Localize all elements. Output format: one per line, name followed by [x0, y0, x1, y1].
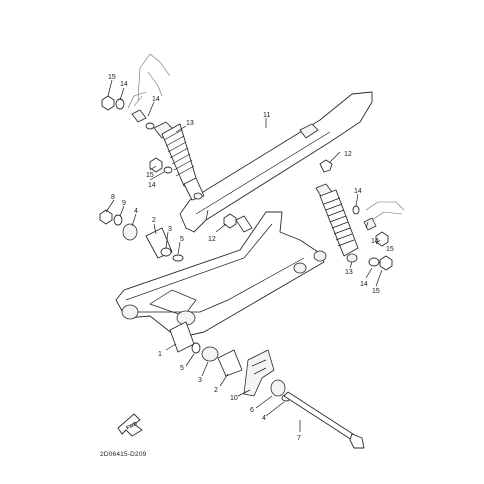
- callout-11: 11: [263, 112, 270, 119]
- fwd-indicator: FWD: [117, 413, 143, 437]
- right-shock-absorber: [315, 183, 359, 263]
- callout-15: 15: [372, 288, 380, 295]
- lower-pivot-parts: [169, 321, 291, 402]
- callout-12: 12: [208, 236, 216, 243]
- callout-13: 13: [345, 269, 353, 276]
- left-shock-absorber: [153, 121, 205, 201]
- callout-13: 13: [186, 120, 194, 127]
- leader-lines: [105, 79, 383, 432]
- callout-2: 2: [152, 217, 156, 224]
- callout-6: 6: [250, 407, 254, 414]
- callout-4: 4: [134, 208, 138, 215]
- fwd-label: FWD: [126, 421, 139, 432]
- chain-case: [179, 91, 373, 233]
- callout-labels: 15 14 14 13 15 14 11 12 8 9 4 2 3 5 12 1…: [108, 74, 394, 442]
- pivot-shaft: [283, 391, 365, 449]
- callout-9: 9: [122, 200, 126, 207]
- callout-14: 14: [371, 238, 379, 245]
- callout-7: 7: [297, 435, 301, 442]
- callout-14: 14: [360, 281, 368, 288]
- callout-4: 4: [262, 415, 266, 422]
- callout-15: 15: [108, 74, 116, 81]
- callout-12: 12: [344, 151, 352, 158]
- callout-5: 5: [180, 365, 184, 372]
- callout-3: 3: [198, 377, 202, 384]
- callout-10: 10: [230, 395, 238, 402]
- callout-14: 14: [148, 182, 156, 189]
- right-frame-bracket: [365, 201, 405, 221]
- callout-3: 3: [168, 226, 172, 233]
- callout-14: 14: [120, 81, 128, 88]
- diagram-code: 2D06415-D209: [100, 451, 147, 458]
- callout-15: 15: [386, 246, 394, 253]
- upper-pivot-parts: [99, 209, 184, 262]
- swing-arm: [115, 211, 327, 339]
- callout-15: 15: [146, 172, 154, 179]
- left-frame-bracket: [127, 53, 171, 109]
- callout-1: 1: [158, 351, 162, 358]
- callout-14: 14: [152, 96, 160, 103]
- callout-5: 5: [180, 236, 184, 243]
- callout-14: 14: [354, 188, 362, 195]
- callout-8: 8: [111, 194, 115, 201]
- right-fasteners: [223, 159, 393, 271]
- upper-left-fasteners: [101, 95, 173, 174]
- callout-2: 2: [214, 387, 218, 394]
